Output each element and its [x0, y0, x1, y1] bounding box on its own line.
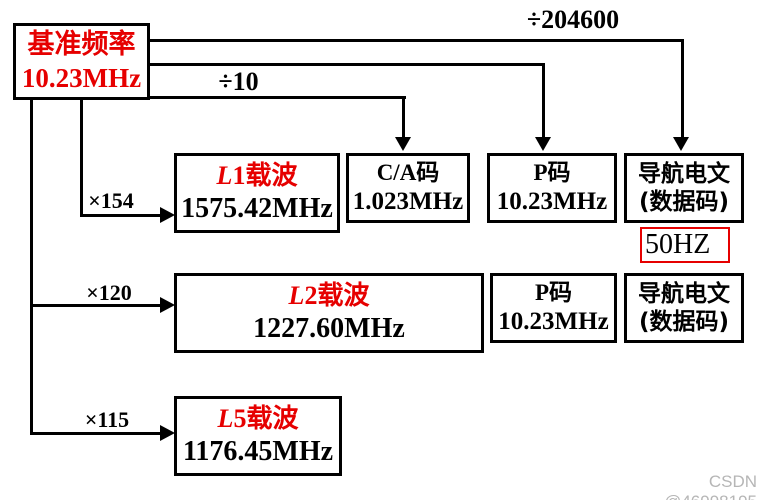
l2-carrier-title: L2载波 — [289, 280, 370, 312]
ca-code-freq: 1.023MHz — [352, 187, 464, 215]
hz-rate-box: 50HZ — [640, 227, 730, 263]
arrow-down-icon — [395, 137, 411, 151]
l5-carrier-freq: 1176.45MHz — [182, 435, 334, 467]
nav-message-title: 导航电文 — [638, 160, 730, 187]
p-code-freq: 10.23MHz — [498, 307, 609, 335]
reference-name: 基准频率 — [27, 28, 136, 60]
nav-message-sub: (数据码) — [638, 189, 730, 215]
connector-ref-trunk-inner — [80, 99, 83, 217]
l2-carrier-freq: 1227.60MHz — [253, 312, 405, 344]
divider-204600-label: ÷204600 — [526, 5, 620, 34]
connector-ref-to-p1-vertical — [542, 63, 545, 138]
reference-frequency-box: 基准频率 10.23MHz — [13, 23, 150, 100]
l2-letter: L — [288, 281, 305, 311]
l2-suffix: 2载波 — [304, 281, 370, 311]
l1-letter: L — [216, 161, 233, 191]
reference-freq: 10.23MHz — [21, 62, 142, 93]
p-code-title: P码 — [534, 279, 573, 305]
arrow-right-icon — [160, 207, 175, 223]
ca-code-box: C/A码 1.023MHz — [346, 153, 470, 223]
l5-letter: L — [217, 404, 234, 434]
l1-carrier-freq: 1575.42MHz — [181, 192, 333, 224]
l5-suffix: 5载波 — [233, 404, 299, 434]
multiplier-115-label: ×115 — [84, 407, 130, 432]
l5-carrier-box: L5载波 1176.45MHz — [174, 396, 342, 476]
p-code-box-row2: P码 10.23MHz — [490, 273, 617, 343]
connector-ref-trunk-outer — [30, 99, 33, 435]
csdn-watermark: CSDN @46998195 — [664, 472, 757, 500]
connector-ref-to-ca-horizontal — [148, 96, 406, 99]
nav-message-box-row1: 导航电文 (数据码) — [624, 153, 744, 223]
nav-message-box-row2: 导航电文 (数据码) — [624, 273, 744, 343]
arrow-down-icon — [673, 137, 689, 151]
ca-code-title: C/A码 — [376, 159, 440, 185]
nav-message-title: 导航电文 — [638, 280, 730, 307]
arrow-down-icon — [535, 137, 551, 151]
nav-message-sub: (数据码) — [638, 309, 730, 335]
p-code-title: P码 — [533, 159, 571, 185]
connector-to-l2 — [30, 304, 161, 307]
divider-10-label: ÷10 — [218, 67, 259, 96]
l2-carrier-box: L2载波 1227.60MHz — [174, 273, 484, 353]
l5-carrier-title: L5载波 — [218, 403, 299, 435]
l1-carrier-box: L1载波 1575.42MHz — [174, 153, 340, 233]
connector-ref-to-ca-vertical — [402, 96, 405, 138]
multiplier-154-label: ×154 — [88, 188, 134, 213]
connector-ref-to-nav1-vertical — [681, 39, 684, 138]
arrow-right-icon — [160, 425, 175, 441]
connector-to-l1 — [80, 214, 161, 217]
connector-to-l5 — [30, 432, 161, 435]
p-code-box-row1: P码 10.23MHz — [487, 153, 617, 223]
arrow-right-icon — [160, 297, 175, 313]
l1-suffix: 1载波 — [232, 161, 298, 191]
multiplier-120-label: ×120 — [86, 280, 132, 305]
connector-ref-to-nav1-horizontal — [148, 39, 684, 42]
connector-ref-to-p1-horizontal — [148, 63, 545, 66]
l1-carrier-title: L1载波 — [217, 160, 298, 192]
p-code-freq: 10.23MHz — [496, 187, 608, 215]
